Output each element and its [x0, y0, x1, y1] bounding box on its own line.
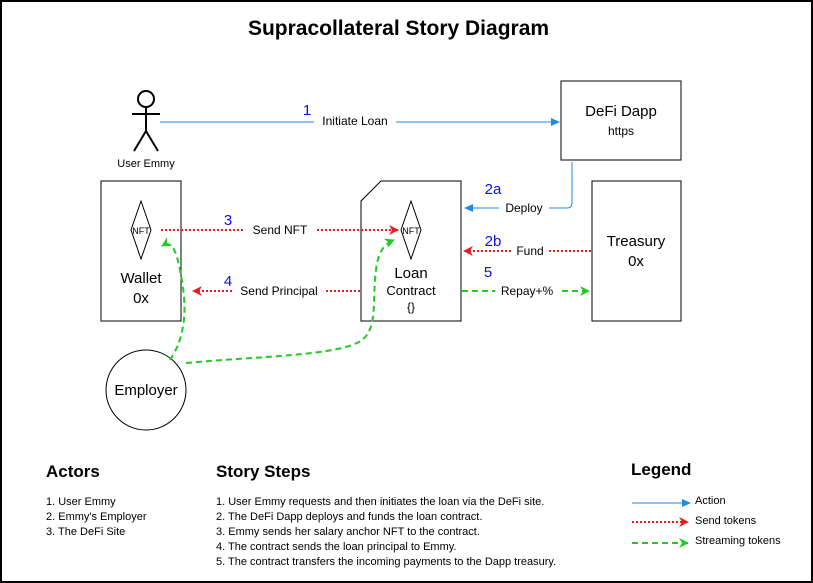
treasury-node — [591, 180, 682, 322]
edge-deploy — [464, 162, 573, 212]
step-2b-number: 2b — [485, 233, 502, 250]
story-step-item: 4. The contract sends the loan principal… — [216, 541, 457, 553]
edge-employer-to-loan — [185, 238, 395, 364]
actors-item: 2. Emmy's Employer — [46, 511, 147, 523]
actors-item: 1. User Emmy — [46, 496, 116, 508]
story-step-item: 3. Emmy sends her salary anchor NFT to t… — [216, 526, 480, 538]
edge-initiate-label: Initiate Loan — [322, 114, 387, 128]
defi-dapp-node — [560, 80, 682, 161]
edge-send-nft-label: Send NFT — [253, 223, 308, 237]
step-2a-number: 2a — [485, 181, 502, 198]
legend-action-label: Action — [695, 495, 726, 507]
edge-fund-label: Fund — [516, 244, 543, 258]
step-5-number: 5 — [484, 264, 492, 281]
edge-deploy-label: Deploy — [505, 201, 542, 215]
loan-nft-diamond — [400, 199, 422, 261]
treasury-subtitle: 0x — [628, 253, 644, 270]
actors-list: 1. User Emmy 2. Emmy's Employer 3. The D… — [46, 495, 147, 540]
employer-title: Employer — [114, 382, 177, 399]
edge-employer-to-wallet — [161, 237, 186, 361]
defi-dapp-title: DeFi Dapp — [585, 103, 657, 120]
edge-send-nft-label-bg — [245, 222, 315, 238]
loan-title: Loan — [394, 265, 427, 282]
edge-send-principal-label-bg — [232, 283, 326, 299]
step-1-number: 1 — [303, 102, 311, 119]
edge-repay-label: Repay+% — [501, 284, 554, 298]
legend-stream-label: Streaming tokens — [695, 535, 781, 547]
loan-subtitle: Contract — [386, 283, 436, 298]
defi-dapp-subtitle: https — [608, 124, 634, 138]
story-steps-title: Story Steps — [216, 462, 311, 481]
actors-title: Actors — [46, 462, 100, 481]
edge-send-principal-label: Send Principal — [240, 284, 317, 298]
wallet-subtitle: 0x — [133, 290, 149, 307]
story-steps-list: 1. User Emmy requests and then initiates… — [216, 495, 556, 570]
edge-deploy-label-bg — [499, 200, 549, 216]
loan-nft-label: NFT — [402, 226, 420, 236]
user-emmy-label: User Emmy — [117, 158, 175, 170]
employer-node — [105, 349, 187, 431]
story-step-item: 1. User Emmy requests and then initiates… — [216, 496, 545, 508]
user-emmy-actor-icon — [132, 90, 160, 152]
legend-send-label: Send tokens — [695, 515, 757, 527]
edge-fund-label-bg — [511, 243, 549, 259]
legend-title: Legend — [631, 460, 692, 479]
step-3-number: 3 — [224, 212, 232, 229]
story-step-item: 5. The contract transfers the incoming p… — [216, 556, 557, 568]
edge-initiate-label-bg — [314, 113, 396, 129]
wallet-nft-label: NFT — [132, 226, 150, 236]
story-step-item: 2. The DeFi Dapp deploys and funds the l… — [216, 511, 483, 523]
treasury-title: Treasury — [607, 233, 666, 250]
edge-repay-label-bg — [495, 283, 559, 299]
loan-code-label: {} — [407, 300, 415, 314]
diagram-title: Supracollateral Story Diagram — [247, 17, 550, 40]
actors-item: 3. The DeFi Site — [46, 526, 126, 538]
wallet-title: Wallet — [120, 270, 162, 287]
step-4-number: 4 — [224, 273, 232, 290]
wallet-nft-diamond — [130, 199, 152, 261]
